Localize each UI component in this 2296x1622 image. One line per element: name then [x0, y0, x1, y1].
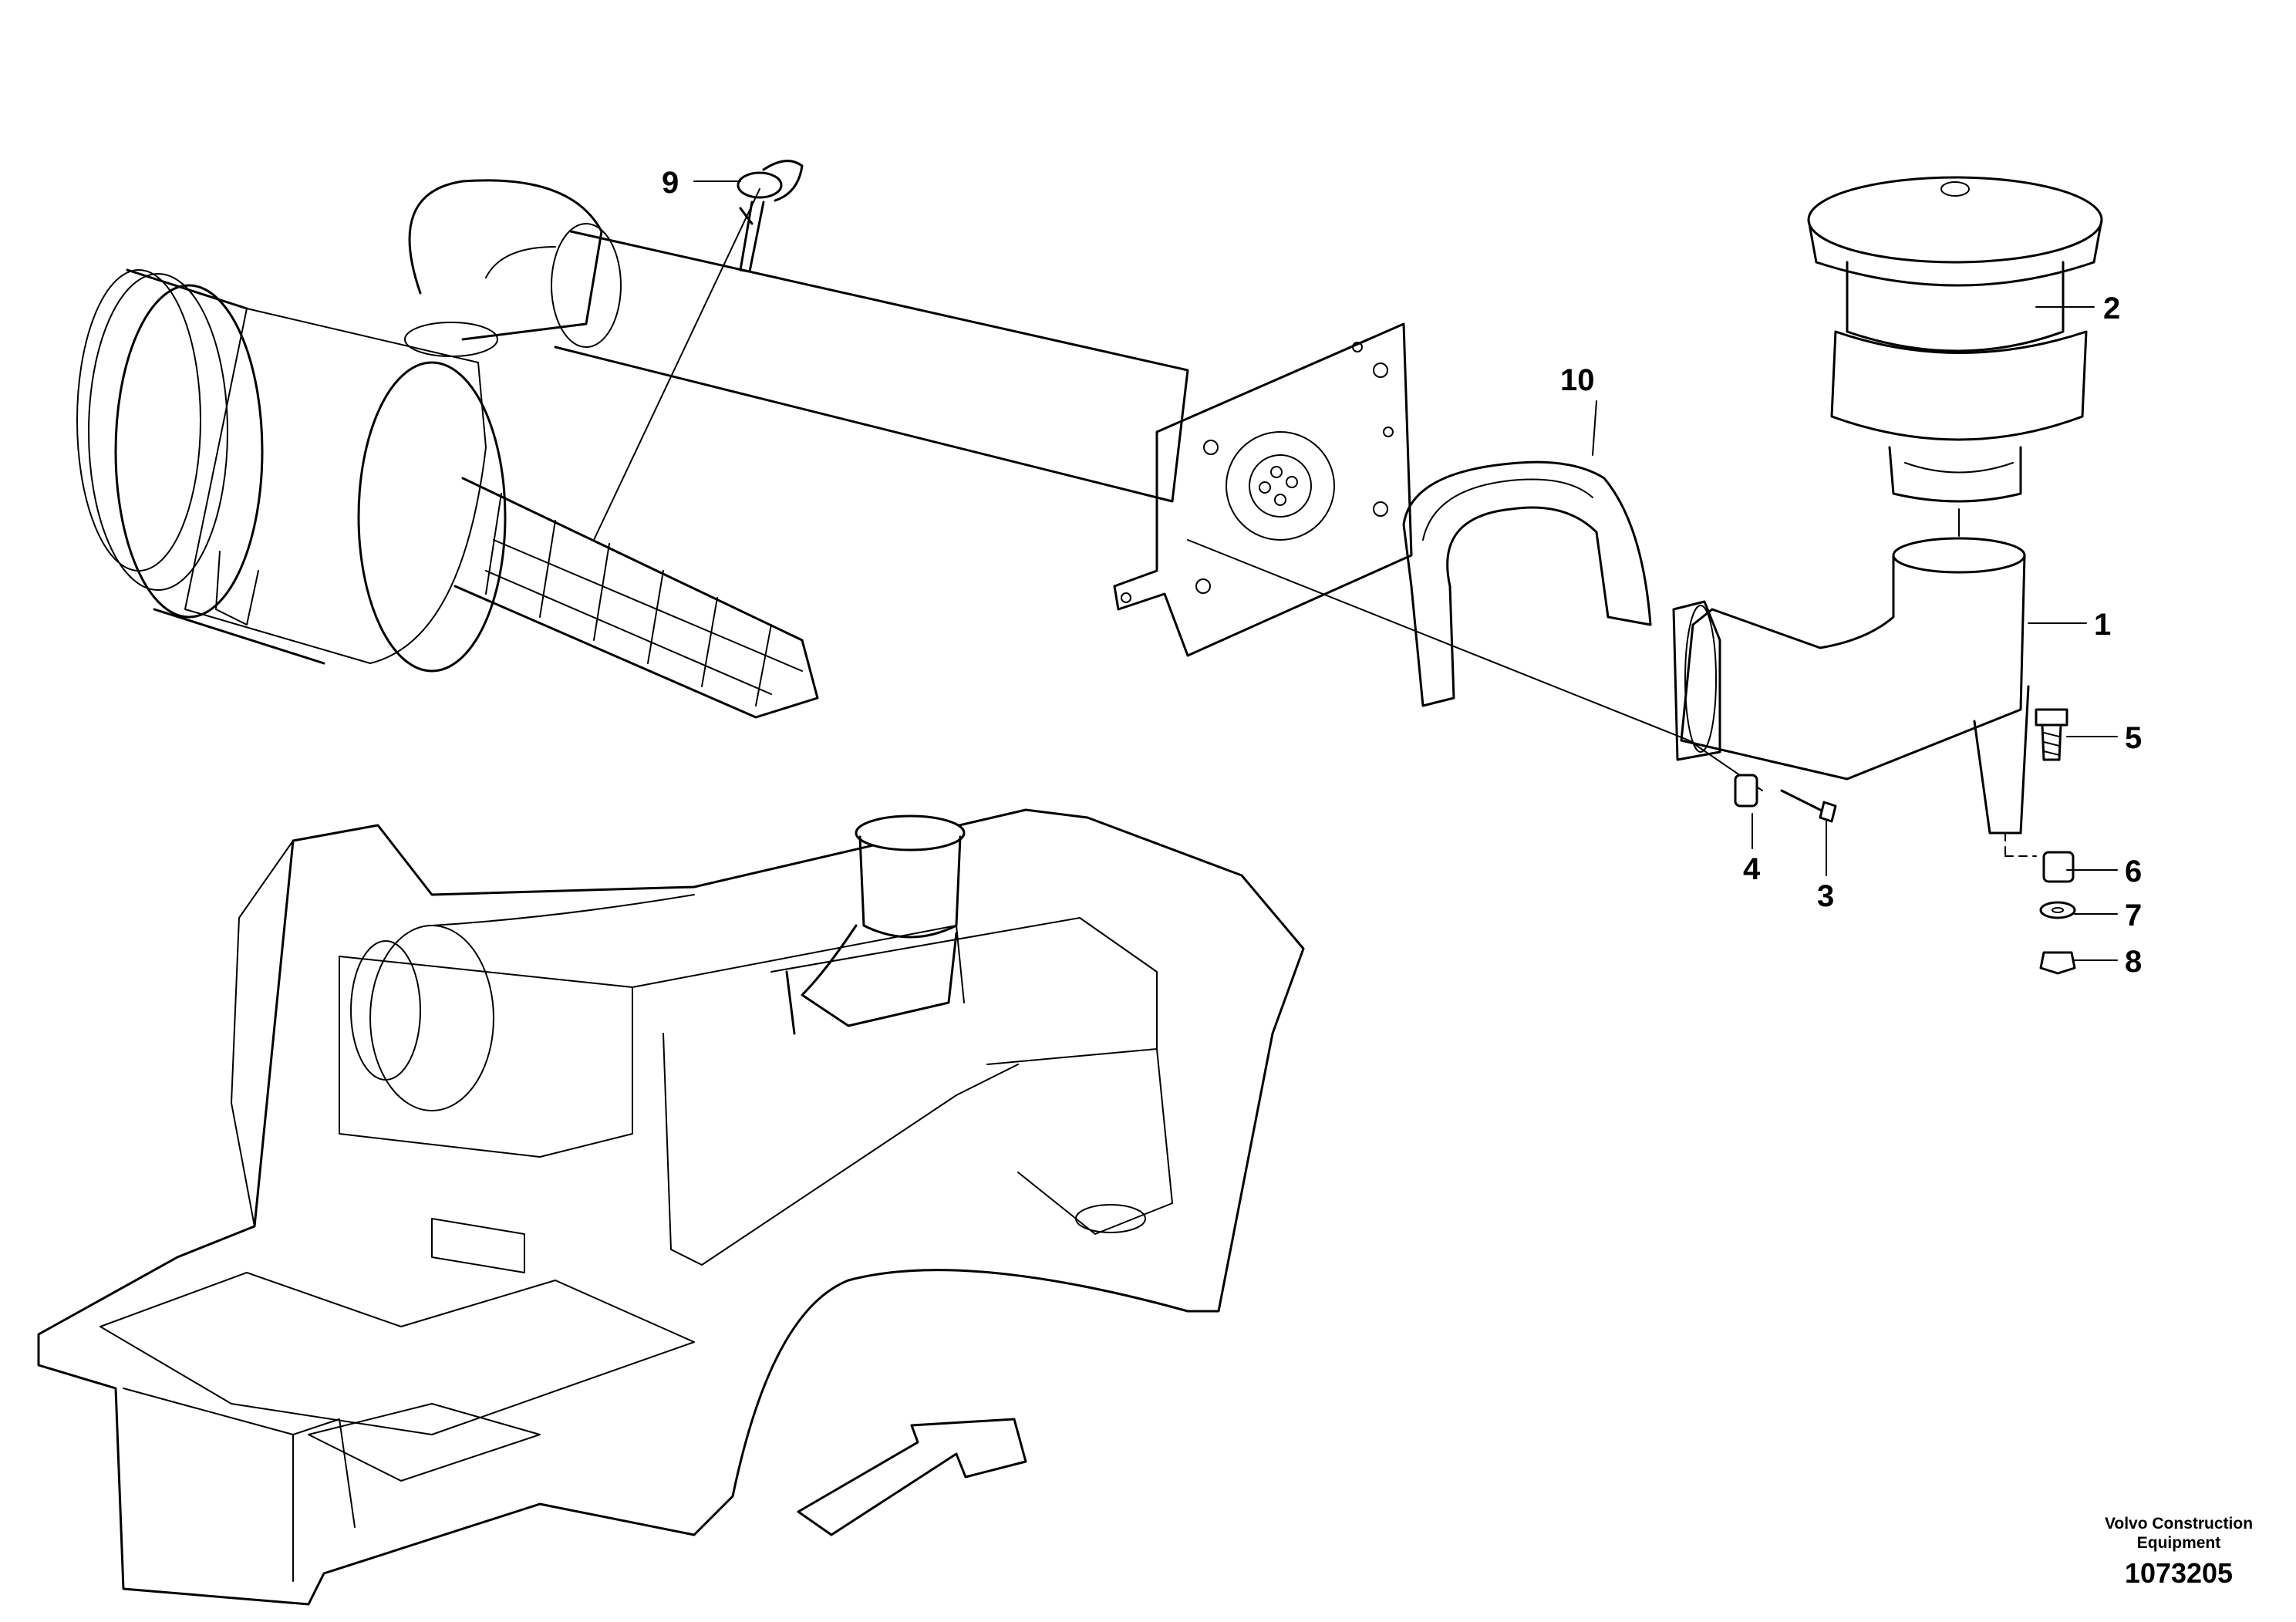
assembly-line-elbow — [1187, 539, 1763, 791]
machine-frame-overview — [37, 808, 1305, 1606]
callout-6: 6 — [2125, 855, 2142, 889]
maker-name-line2: Equipment — [2137, 1534, 2221, 1552]
part-7-washer — [2039, 901, 2076, 919]
part-2-precleaner — [1807, 176, 2103, 503]
part-6-spacer — [2004, 832, 2075, 883]
callout-4: 4 — [1743, 852, 1761, 886]
air-cleaner-assembly — [76, 179, 1413, 719]
part-4-spacer — [1734, 774, 1758, 808]
part-10-gasket — [1402, 460, 1652, 707]
callout-8: 8 — [2125, 945, 2142, 979]
callout-1: 1 — [2094, 608, 2111, 642]
part-1-intake-elbow — [1672, 537, 2030, 835]
callout-10: 10 — [1560, 363, 1595, 397]
callout-7: 7 — [2125, 899, 2142, 932]
callout-9: 9 — [662, 166, 679, 200]
callout-2: 2 — [2103, 292, 2120, 325]
maker-name-line1: Volvo Construction — [2105, 1515, 2253, 1533]
part-9-restriction-indicator — [737, 160, 804, 273]
callout-leaders — [593, 180, 2118, 961]
callout-5: 5 — [2125, 721, 2142, 755]
part-5-bolt — [2035, 708, 2068, 761]
view-direction-arrow — [797, 1418, 1027, 1536]
part-8-nut — [2039, 951, 2076, 975]
drawing-number: 1073205 — [2125, 1557, 2233, 1589]
part-3-bolt — [1780, 789, 1837, 823]
callout-3: 3 — [1817, 879, 1834, 913]
